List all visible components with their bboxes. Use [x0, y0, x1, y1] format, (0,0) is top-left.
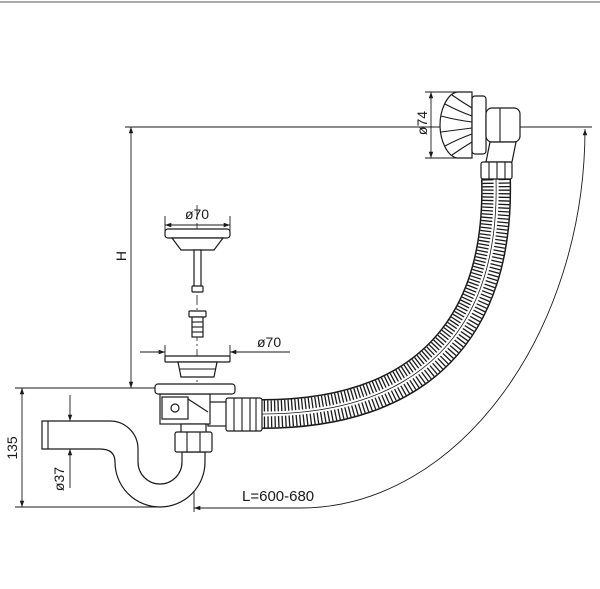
- height-label: H: [113, 251, 129, 261]
- outlet-diameter-label: ø37: [51, 467, 67, 491]
- flexible-hose: [261, 178, 512, 429]
- overflow-diameter-label: ø74: [414, 111, 430, 135]
- overflow-cover-rib: [451, 94, 473, 109]
- drain-plug: [164, 228, 231, 293]
- plug-stem-tip: [191, 285, 204, 293]
- waste-mechanism-lever: [187, 398, 209, 413]
- overflow-cover-rib: [451, 141, 473, 156]
- overflow-cover-rib: [440, 115, 473, 123]
- overflow-cover-rib: [440, 127, 473, 133]
- length-label: L=600-680: [242, 488, 314, 505]
- plug-seal: [170, 237, 225, 251]
- siphon-height-label: 135: [4, 436, 20, 460]
- overflow-assembly: [439, 91, 521, 180]
- plug-cap: [164, 228, 231, 239]
- dimension-labels: ø74 H ø70 ø70 135 ø37 L=600-680: [4, 111, 430, 505]
- overflow-elbow: [485, 141, 517, 163]
- hose-outline: [261, 178, 512, 429]
- overflow-cover-rib: [444, 103, 473, 117]
- strainer-diameter-label: ø70: [257, 334, 281, 350]
- drain-strainer: [164, 355, 231, 378]
- siphon-tube: [41, 420, 206, 508]
- overflow-body: [485, 107, 521, 143]
- waste-mechanism-pivot: [170, 403, 180, 413]
- strainer-rim: [164, 355, 231, 363]
- siphon-nut: [174, 431, 213, 453]
- overflow-flange: [471, 95, 487, 155]
- hose-cable: [261, 178, 497, 415]
- screw-head: [188, 310, 207, 318]
- waste-flange: [154, 383, 236, 395]
- overflow-cover: [439, 91, 473, 159]
- overflow-cover-rib: [444, 133, 473, 147]
- plug-diameter-label: ø70: [185, 206, 209, 222]
- plug-screw: [188, 310, 207, 338]
- length-dimension-arc: [194, 128, 588, 511]
- waste-tee-branch: [207, 401, 229, 427]
- plug-stem: [193, 249, 202, 289]
- hose-coupling: [225, 397, 263, 432]
- waste-body: [154, 383, 263, 453]
- siphon: [41, 420, 206, 508]
